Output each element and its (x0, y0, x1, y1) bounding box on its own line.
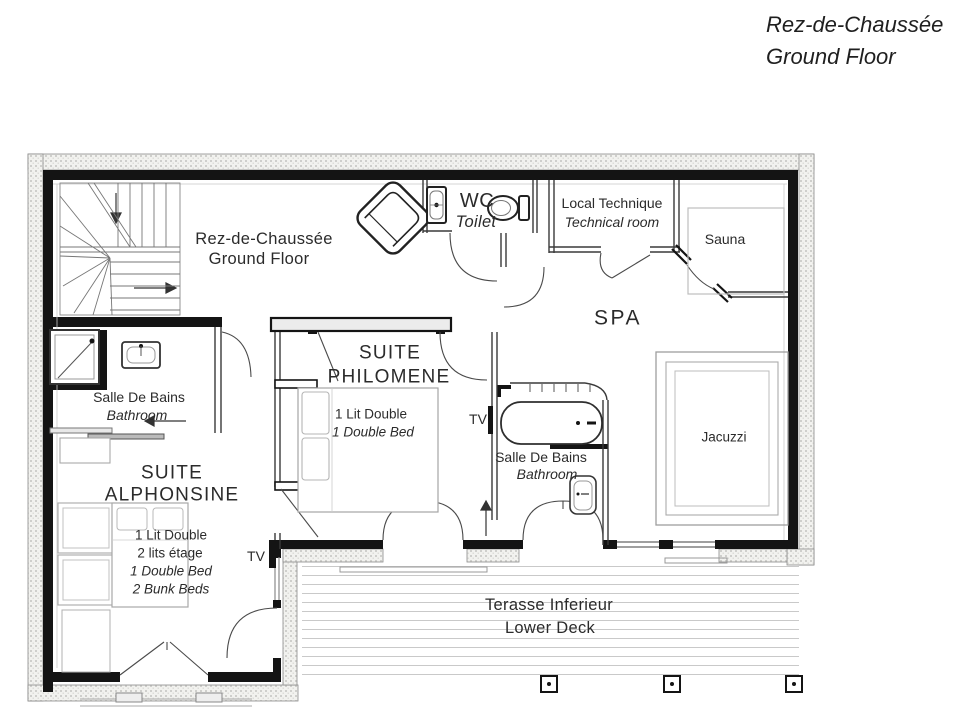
sauna-bench (687, 207, 785, 295)
alphonsine-furniture (57, 437, 189, 673)
technical-room-label-fr: Local Technique (561, 195, 663, 211)
suite-alphonsine-label-1: SUITE (141, 462, 203, 484)
bathtub (500, 401, 603, 445)
alphonsine-beds-en1: 1 Double Bed (130, 563, 212, 579)
terrace-deck-boards (302, 558, 799, 678)
sliding-door (49, 427, 165, 440)
sauna-label: Sauna (704, 231, 746, 247)
page-title-fr: Rez-de-Chaussée (766, 12, 944, 37)
wc-toilet (487, 195, 530, 221)
bathroom-left-label-fr: Salle De Bains (93, 389, 185, 405)
philomene-beds-en: 1 Double Bed (332, 424, 414, 440)
alphonsine-beds-en2: 2 Bunk Beds (132, 581, 210, 597)
tv-label-alphonsine: TV (247, 548, 265, 564)
floor-label-en: Ground Floor (208, 249, 310, 268)
tv-label-philomene: TV (469, 411, 487, 427)
sills-and-steps (80, 557, 728, 707)
wc-sink (426, 186, 447, 224)
suite-philomene-label-1: SUITE (359, 342, 421, 364)
structural-walls (43, 170, 798, 692)
bathroom-mid-label-en: Bathroom (516, 466, 578, 482)
bathroom-sink (121, 341, 161, 369)
wc-label-en: Toilet (455, 212, 497, 231)
jacuzzi-basin (655, 351, 789, 526)
windows (274, 541, 715, 600)
staircase (59, 182, 181, 316)
suite-philomene-label-2: PHILOMENE (327, 366, 451, 388)
philomene-beds-fr: 1 Lit Double (334, 406, 408, 422)
floor-label-fr: Rez-de-Chaussée (195, 229, 333, 248)
terrace-label-en: Lower Deck (504, 618, 596, 637)
philomene-bed (297, 387, 439, 513)
alphonsine-beds-fr2: 2 lits étage (137, 545, 203, 561)
alphonsine-beds-fr1: 1 Lit Double (134, 527, 208, 543)
bathroom-mid-label-fr: Salle De Bains (495, 449, 587, 465)
armchair (356, 181, 430, 255)
tv-units (269, 406, 493, 568)
technical-room-label-en: Technical room (564, 214, 660, 230)
exterior-hatch-band (27, 153, 815, 702)
terrace-label-fr: Terasse Inferieur (485, 595, 613, 614)
page-title-en: Ground Floor (766, 44, 896, 69)
suite-alphonsine-label-2: ALPHONSINE (104, 484, 240, 506)
bathtub-ticks (529, 384, 591, 392)
jacuzzi-label: Jacuzzi (701, 429, 747, 445)
bathroom-toilet (569, 475, 597, 515)
terrace-posts (540, 675, 803, 693)
spa-label: SPA (594, 306, 642, 330)
direction-arrows (110, 193, 493, 536)
shower (49, 329, 100, 385)
bathroom-left-label-en: Bathroom (106, 407, 168, 423)
wc-label-fr: WC (459, 190, 495, 212)
philomene-walls (269, 316, 453, 491)
